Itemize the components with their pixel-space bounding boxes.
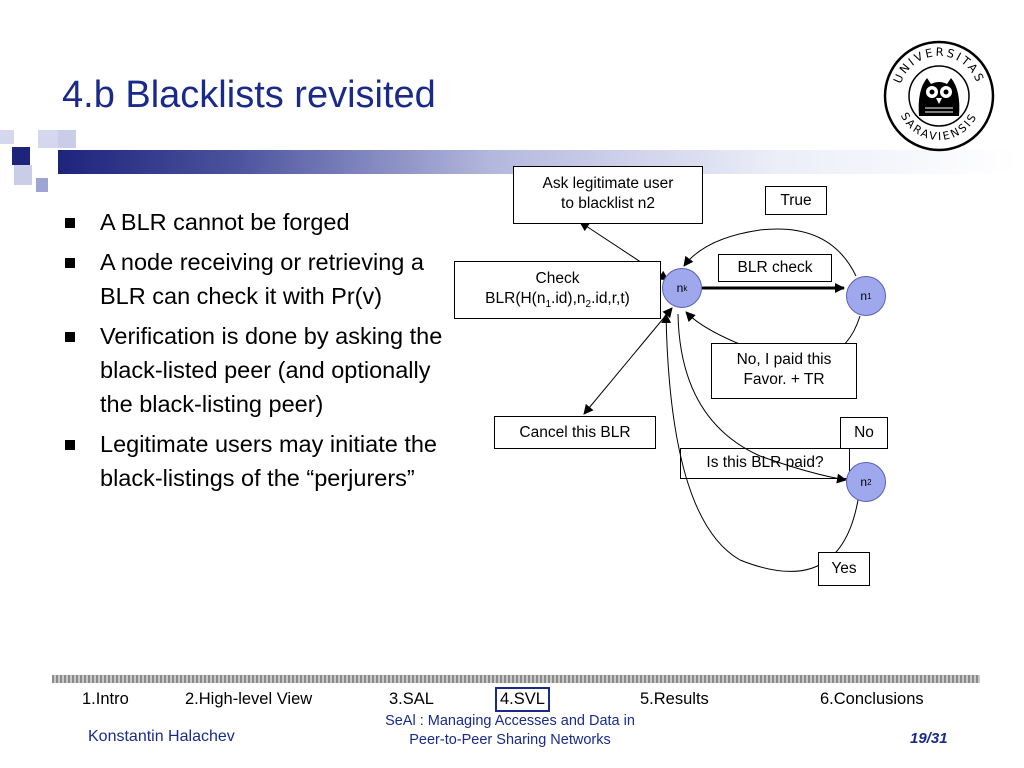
nav-results[interactable]: 5.Results bbox=[640, 690, 709, 708]
box-check-blr: Check BLR(H(n1.id),n2.id,r,t) bbox=[454, 261, 661, 319]
subscript: 1 bbox=[545, 299, 552, 311]
node-label: n bbox=[860, 289, 868, 303]
nav-svl[interactable]: 4.SVL bbox=[495, 687, 550, 712]
deco-square bbox=[38, 130, 58, 148]
box-yes: Yes bbox=[818, 552, 870, 586]
footer-title-line: Peer-to-Peer Sharing Networks bbox=[409, 732, 611, 748]
arrow-is-paid bbox=[677, 313, 847, 484]
box-text: Ask legitimate user bbox=[542, 175, 674, 192]
box-text: BLR(H(n1.id),n2.id,r,t) bbox=[455, 289, 660, 315]
box-no-i-paid: No, I paid this Favor. + TR bbox=[711, 343, 857, 399]
bullet-item: A BLR cannot be forged bbox=[62, 205, 452, 239]
node-subscript: 1 bbox=[867, 291, 872, 301]
box-text: .id),n bbox=[551, 290, 586, 307]
page-number: 19/31 bbox=[910, 730, 948, 747]
box-text: Favor. + TR bbox=[743, 371, 825, 388]
footer-author: Konstantin Halachev bbox=[88, 728, 235, 745]
box-text: .id,r,t) bbox=[591, 290, 630, 307]
box-text: BLR check bbox=[737, 259, 813, 276]
owl-icon bbox=[918, 78, 960, 116]
arrow-true-return bbox=[683, 228, 857, 277]
box-text: Cancel this BLR bbox=[519, 424, 631, 441]
nav-high-level-view[interactable]: 2.High-level View bbox=[185, 690, 313, 708]
box-text: True bbox=[780, 192, 812, 209]
subscript: 2 bbox=[585, 299, 592, 311]
deco-square bbox=[36, 178, 48, 192]
arrow-nk-cancel bbox=[583, 307, 673, 415]
deco-square bbox=[58, 130, 76, 148]
nav-conclusions[interactable]: 6.Conclusions bbox=[820, 690, 924, 708]
box-is-blr-paid: Is this BLR paid? bbox=[680, 448, 850, 479]
university-seal-logo: UNIVERSITAS SARAVIENSIS bbox=[883, 40, 995, 152]
box-no: No bbox=[840, 417, 888, 449]
deco-square bbox=[12, 147, 30, 165]
node-subscript: k bbox=[683, 283, 688, 293]
box-text: BLR(H(n bbox=[485, 290, 546, 307]
box-text: Is this BLR paid? bbox=[706, 454, 824, 471]
bullet-item: A node receiving or retrieving a BLR can… bbox=[62, 245, 452, 313]
footer-bar bbox=[52, 675, 980, 683]
box-text: Yes bbox=[831, 560, 857, 577]
box-text: No bbox=[854, 424, 874, 441]
footer-presentation-title: SeAl : Managing Accesses and Data in Pee… bbox=[352, 712, 668, 750]
bullet-item: Legitimate users may initiate the black-… bbox=[62, 427, 452, 495]
box-cancel-blr: Cancel this BLR bbox=[494, 416, 656, 449]
nav-intro[interactable]: 1.Intro bbox=[82, 690, 129, 708]
box-blr-check: BLR check bbox=[718, 254, 832, 282]
nav-sal[interactable]: 3.SAL bbox=[389, 690, 434, 708]
box-ask-legitimate-user: Ask legitimate user to blacklist n2 bbox=[513, 166, 703, 224]
node-subscript: 2 bbox=[867, 477, 872, 487]
footer-title-line: SeAl : Managing Accesses and Data in bbox=[385, 713, 635, 729]
slide-title: 4.b Blacklists revisited bbox=[62, 74, 436, 116]
node-label: n bbox=[676, 281, 684, 295]
box-text: to blacklist n2 bbox=[561, 195, 655, 212]
box-true: True bbox=[765, 186, 827, 215]
deco-square bbox=[14, 165, 32, 185]
box-text: Check bbox=[535, 270, 580, 287]
bullet-item: Verification is done by asking the black… bbox=[62, 319, 452, 421]
box-text: No, I paid this bbox=[736, 351, 832, 368]
bullet-list: A BLR cannot be forged A node receiving … bbox=[62, 205, 452, 501]
node-label: n bbox=[860, 475, 868, 489]
deco-square bbox=[0, 130, 14, 144]
